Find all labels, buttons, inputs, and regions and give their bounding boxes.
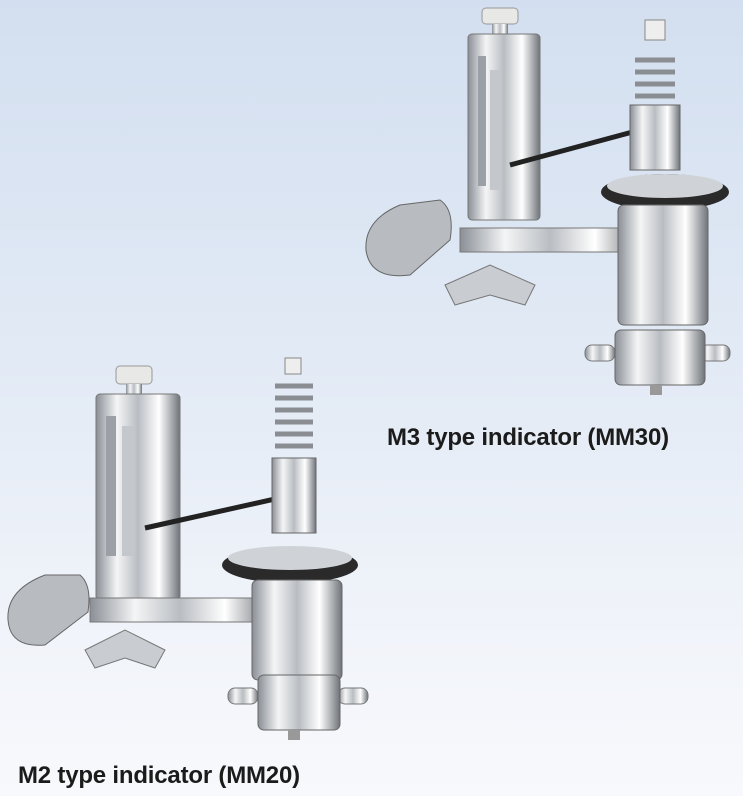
m3-indicator-image <box>365 7 731 395</box>
m2-indicator-image <box>7 357 369 740</box>
m3-caption: M3 type indicator (MM30) <box>387 424 669 451</box>
m2-caption: M2 type indicator (MM20) <box>18 762 300 789</box>
